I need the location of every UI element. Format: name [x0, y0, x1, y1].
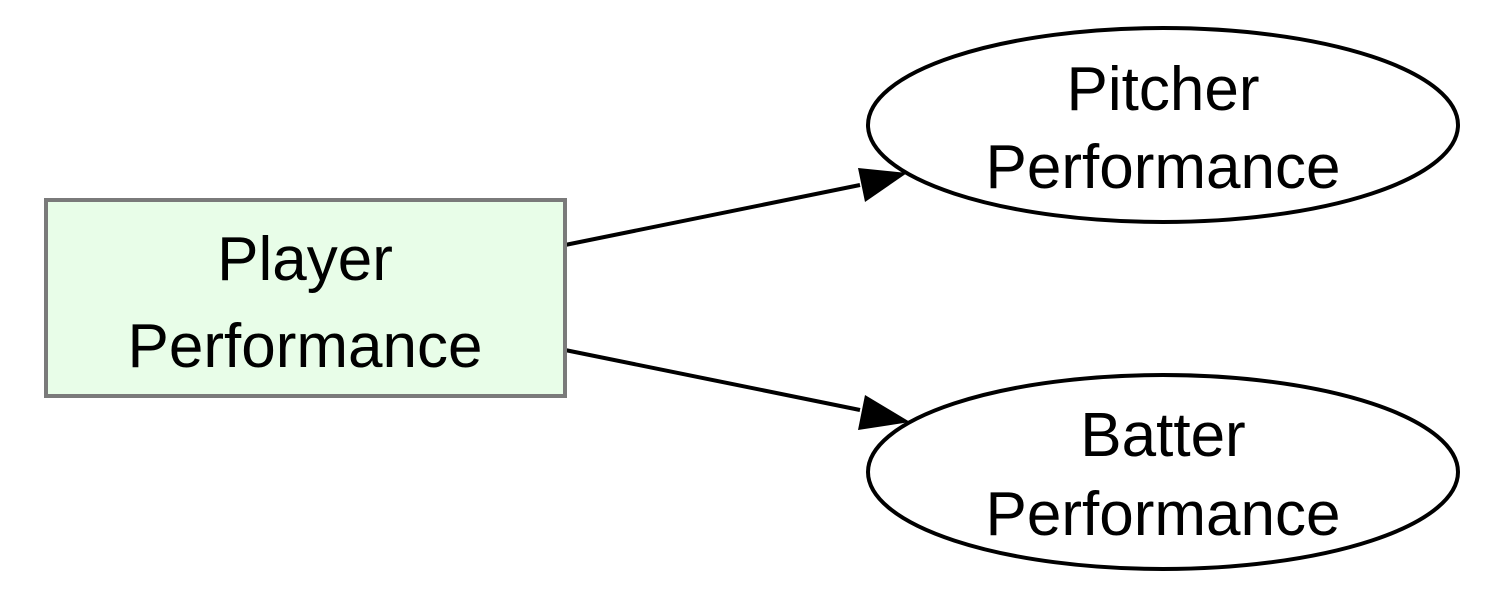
pitcher-performance-label-line2: Performance [986, 133, 1341, 202]
player-performance-box [44, 198, 567, 398]
node-player-performance[interactable]: Player Performance [44, 198, 567, 398]
arrowhead-to-batter [858, 395, 910, 430]
edge-player-to-pitcher [564, 183, 861, 247]
player-performance-label-line2: Performance [128, 312, 483, 381]
node-pitcher-performance[interactable]: Pitcher Performance [866, 26, 1460, 224]
batter-performance-ellipse [866, 373, 1460, 571]
pitcher-performance-ellipse [866, 26, 1460, 224]
batter-performance-label-line1: Batter [1080, 401, 1245, 470]
node-batter-performance[interactable]: Batter Performance [866, 373, 1460, 571]
pitcher-performance-label-line1: Pitcher [1067, 55, 1260, 124]
arrowhead-to-pitcher [858, 168, 907, 202]
edges [564, 168, 910, 430]
player-performance-label-line1: Player [217, 225, 393, 294]
batter-performance-label-line2: Performance [986, 480, 1341, 549]
edge-player-to-batter [564, 348, 861, 412]
